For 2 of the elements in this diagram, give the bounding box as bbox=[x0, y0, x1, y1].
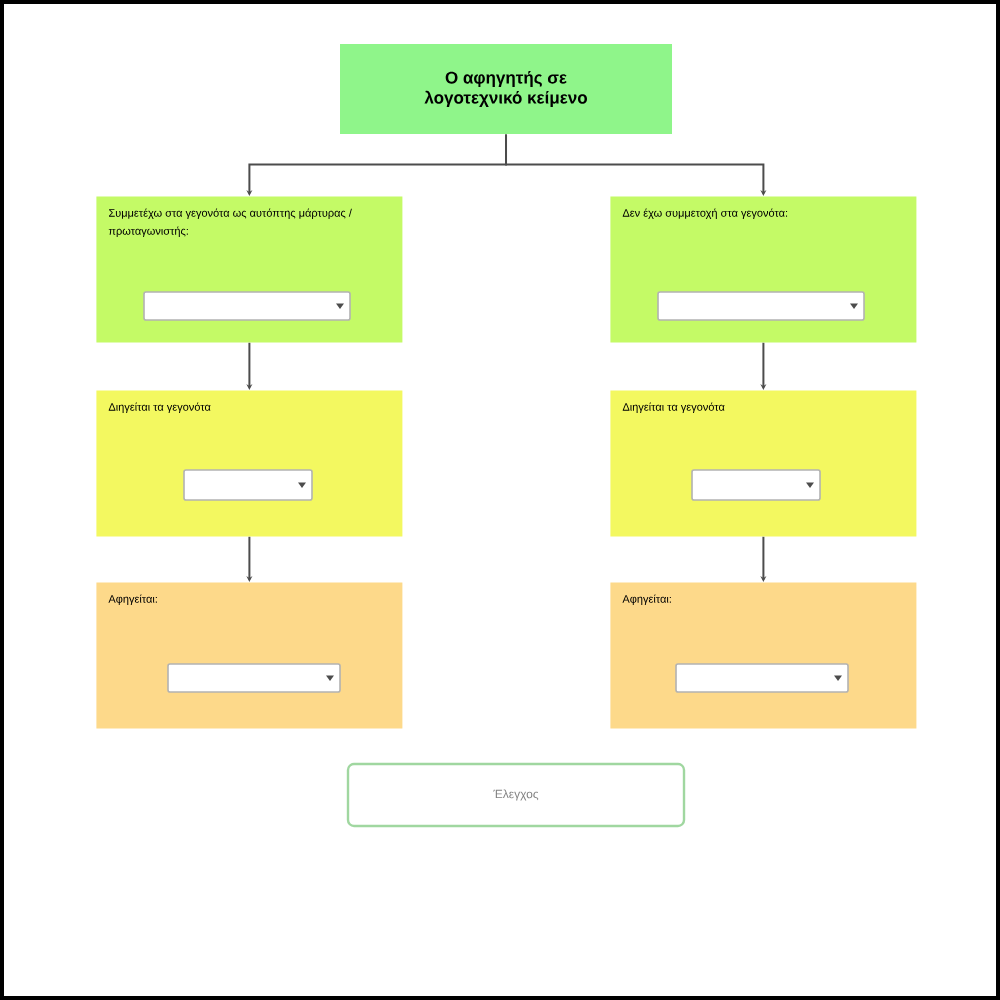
arrow bbox=[505, 133, 767, 196]
title-box: Ο αφηγητής σε λογοτεχνικό κείμενο bbox=[340, 44, 672, 134]
